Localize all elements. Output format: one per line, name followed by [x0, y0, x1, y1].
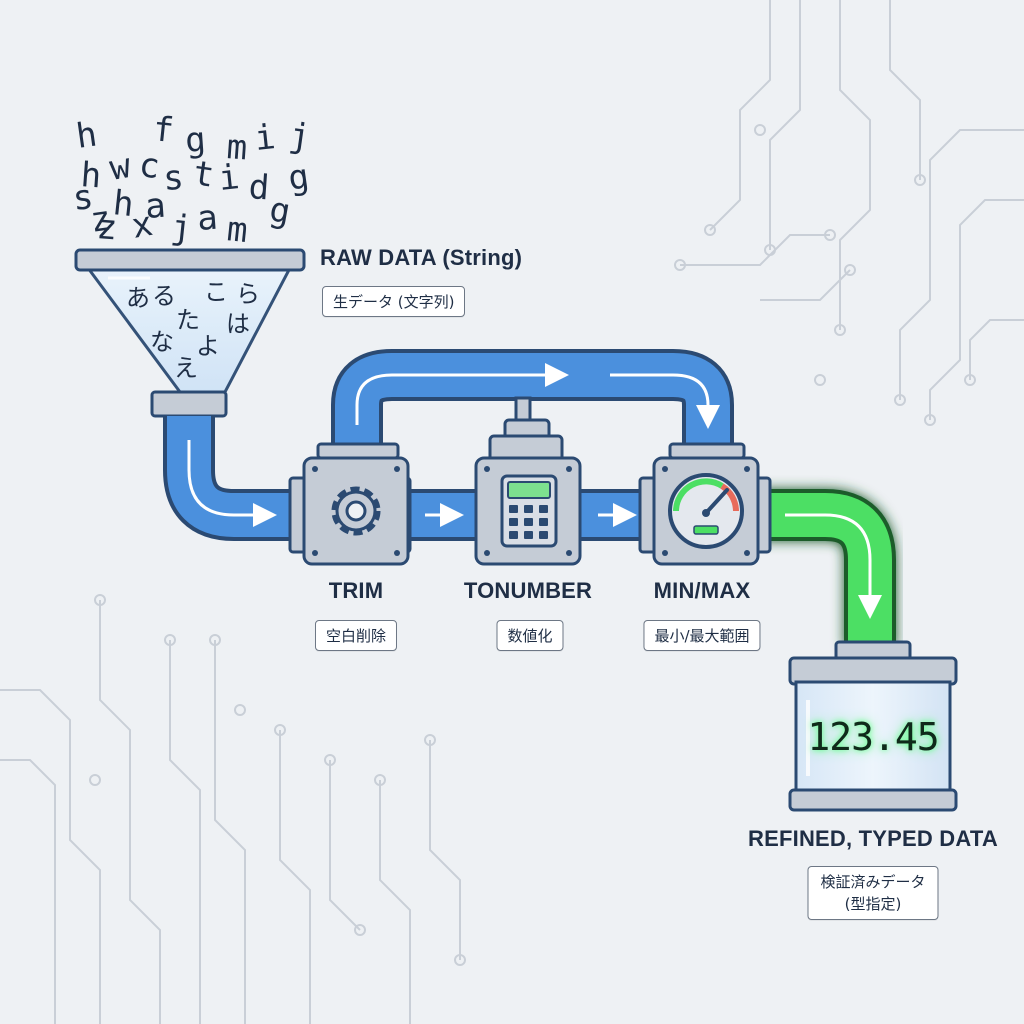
raw-letter: a — [196, 198, 219, 239]
raw-letter: z — [95, 207, 118, 248]
funnel-kana-char: あ — [126, 284, 150, 312]
funnel-kana-char: こ — [204, 278, 228, 306]
trim-device — [288, 442, 412, 566]
gauge-icon — [668, 473, 744, 549]
stage-minmax-label: MIN/MAX — [653, 578, 751, 603]
raw-letter: h — [111, 183, 136, 225]
raw-letter: g — [184, 120, 207, 161]
raw-letter: h — [74, 114, 100, 156]
raw-letter: m — [225, 209, 250, 251]
raw-letter: s — [162, 158, 185, 199]
stage-trim-sublabel: 空白削除 — [314, 620, 398, 651]
raw-letter: f — [151, 109, 176, 151]
raw-letter: j — [287, 115, 313, 157]
calculator-icon — [500, 474, 558, 548]
raw-letter: w — [107, 146, 135, 189]
input-funnel — [74, 248, 306, 418]
input-title: RAW DATA (String) — [320, 245, 523, 270]
circuit-decoration-top-right — [674, 0, 1024, 426]
circuit-decoration-bottom-left — [0, 594, 466, 1024]
output-title: REFINED, TYPED DATA — [748, 826, 998, 851]
raw-letter: s — [71, 177, 96, 219]
pipe-network — [163, 349, 896, 648]
stage-trim-label: TRIM — [328, 578, 384, 603]
raw-letter: a — [144, 186, 167, 227]
raw-letter: g — [266, 189, 293, 232]
funnel-kana-chars: あるこらたはなよえ — [126, 278, 260, 382]
stage-tonumber-label: TONUMBER — [463, 578, 593, 603]
output-subtitle-tag: 検証済みデータ (型指定) — [807, 866, 939, 920]
raw-letter: d — [247, 167, 270, 208]
stage-minmax-sublabel: 最小/最大範囲 — [643, 620, 761, 651]
raw-letter: m — [225, 127, 248, 168]
funnel-kana-char: え — [174, 354, 198, 382]
raw-letter: j — [169, 207, 194, 249]
raw-letter: i — [217, 157, 242, 199]
raw-letter: i — [253, 117, 278, 159]
funnel-kana-char: た — [176, 306, 200, 334]
funnel-kana-char: ら — [236, 280, 260, 308]
funnel-kana-char: よ — [196, 332, 220, 360]
output-tank — [788, 640, 958, 812]
funnel-kana-char: は — [226, 310, 250, 338]
minmax-device — [638, 442, 772, 566]
tonumber-device — [474, 418, 582, 566]
output-value: 123.45 — [807, 715, 939, 759]
funnel-kana-char: る — [152, 282, 176, 310]
raw-letter: t — [191, 153, 217, 195]
raw-letter: c — [137, 145, 162, 187]
input-subtitle-tag: 生データ (文字列) — [322, 286, 466, 317]
stage-tonumber-sublabel: 数値化 — [496, 620, 564, 651]
output-subtitle-line2: (型指定) — [844, 895, 902, 913]
raw-letter: h — [79, 155, 102, 196]
gear-icon — [331, 486, 381, 536]
funnel-kana-char: な — [150, 328, 174, 356]
output-subtitle-line1: 検証済みデータ — [820, 873, 926, 891]
